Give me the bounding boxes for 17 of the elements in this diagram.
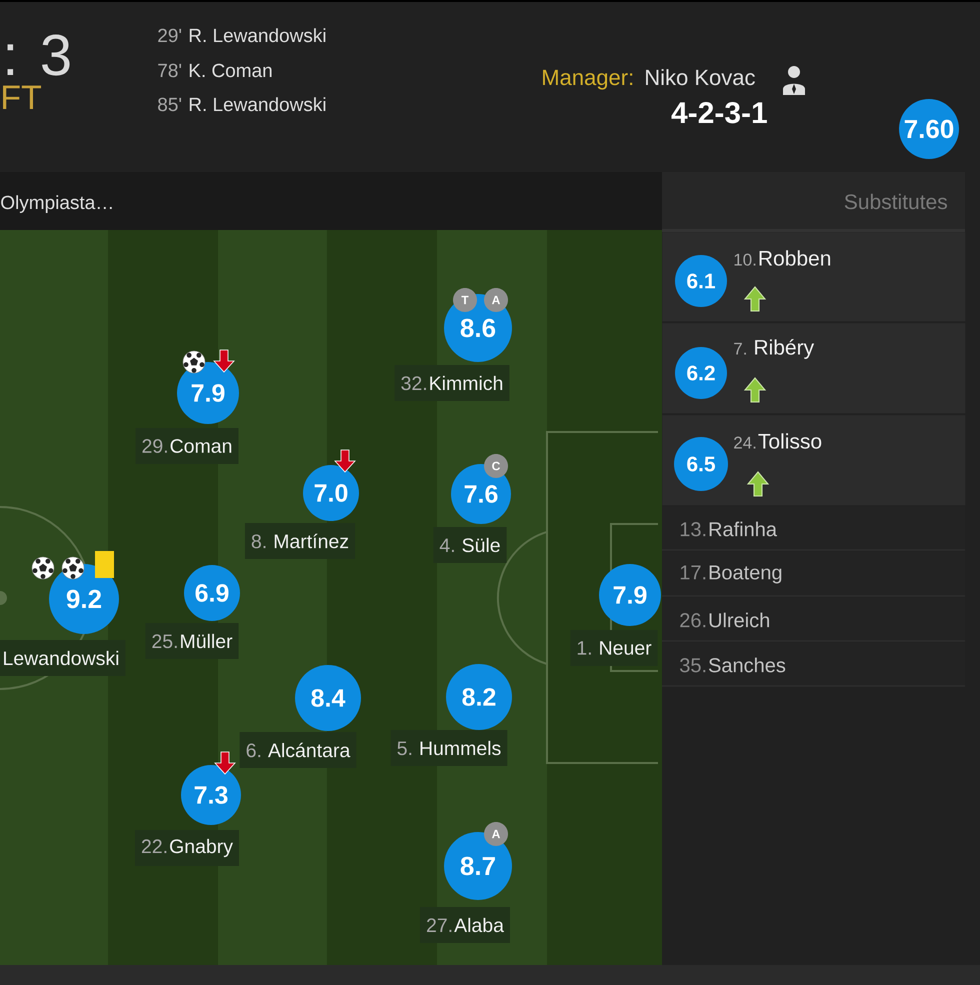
- scorer-name: R. Lewandowski: [190, 97, 326, 112]
- scorer-name: K. Coman: [190, 64, 272, 78]
- goal-minute: 78': [158, 64, 182, 78]
- substitute-row: 17. Boateng: [662, 551, 966, 597]
- scorer-name: R. Lewandowski: [190, 28, 326, 42]
- venue-name: Olympiasta…: [1, 195, 112, 213]
- manager-label: Manager:: [543, 70, 632, 90]
- manager-name: Niko Kovac: [646, 69, 755, 86]
- score: : 3: [8, 34, 70, 76]
- substitute-row: 26. Ulreich: [662, 597, 966, 642]
- goal-minute: 29': [158, 28, 182, 42]
- match-status: FT: [3, 86, 42, 109]
- substitute-row: 35. Sanches: [662, 642, 966, 687]
- substitute-row: 13. Rafinha: [662, 506, 966, 551]
- panel-header: Substitutes: [662, 172, 965, 232]
- formation: 4-2-3-1: [671, 102, 767, 124]
- goal-minute: 85': [158, 98, 182, 112]
